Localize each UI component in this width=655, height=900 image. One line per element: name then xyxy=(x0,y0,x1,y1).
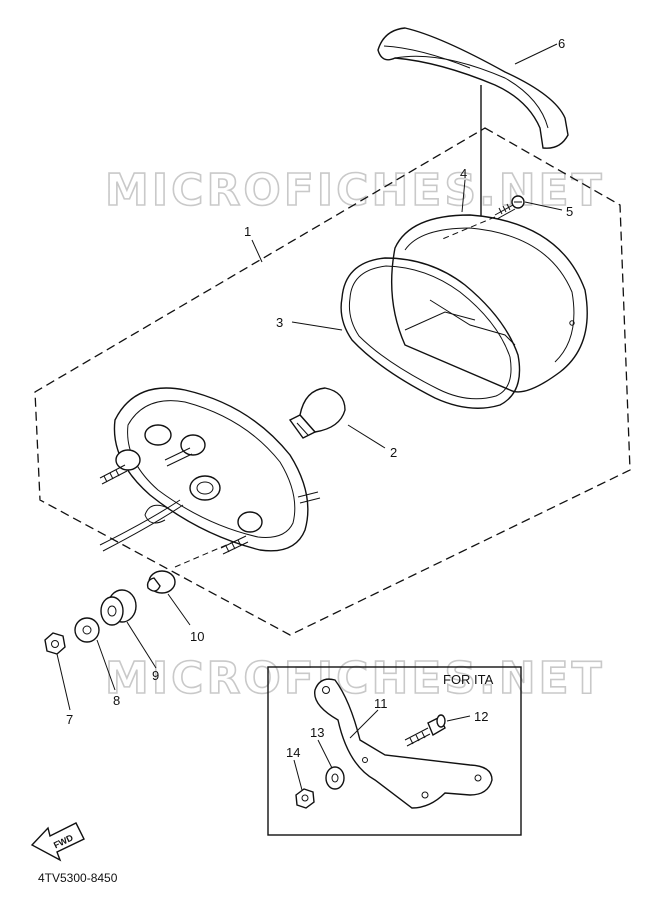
inset-box xyxy=(267,666,522,836)
callout-8: 8 xyxy=(113,693,120,708)
washer-13 xyxy=(325,766,345,790)
callout-7: 7 xyxy=(66,712,73,727)
assembly-boundary xyxy=(34,127,631,636)
callout-11: 11 xyxy=(374,696,388,711)
damper-9 xyxy=(100,589,137,626)
callout-10: 10 xyxy=(190,629,204,644)
callout-12: 12 xyxy=(474,709,488,724)
gasket xyxy=(340,257,521,409)
bulb xyxy=(288,387,346,439)
lens xyxy=(390,214,588,393)
nut-14 xyxy=(295,788,315,809)
diagram-code: 4TV5300-8450 xyxy=(38,871,118,885)
callout-3: 3 xyxy=(276,315,283,330)
grommet-10 xyxy=(146,570,176,594)
callout-5: 5 xyxy=(566,204,573,219)
leader-lines xyxy=(56,43,563,791)
watermark-top: MICROFICHES.NET xyxy=(105,165,605,216)
fwd-arrow-icon: FWD xyxy=(30,822,85,862)
taillight-base xyxy=(99,387,321,555)
callout-6: 6 xyxy=(558,36,565,51)
bracket-11 xyxy=(314,678,493,809)
callout-14: 14 xyxy=(286,745,300,760)
nut-7 xyxy=(44,632,66,655)
callout-13: 13 xyxy=(310,725,324,740)
watermark-bottom: MICROFICHES.NET xyxy=(105,653,605,704)
callout-2: 2 xyxy=(390,445,397,460)
bolt-12 xyxy=(404,714,446,747)
lens-screw xyxy=(439,195,525,241)
guide-line-stud xyxy=(174,539,239,568)
washer-8 xyxy=(74,617,100,643)
callout-9: 9 xyxy=(152,668,159,683)
inset-label: FOR ITA xyxy=(443,672,494,687)
callout-1: 1 xyxy=(244,224,251,239)
reflector-bar xyxy=(377,27,569,149)
callout-4: 4 xyxy=(460,166,467,181)
